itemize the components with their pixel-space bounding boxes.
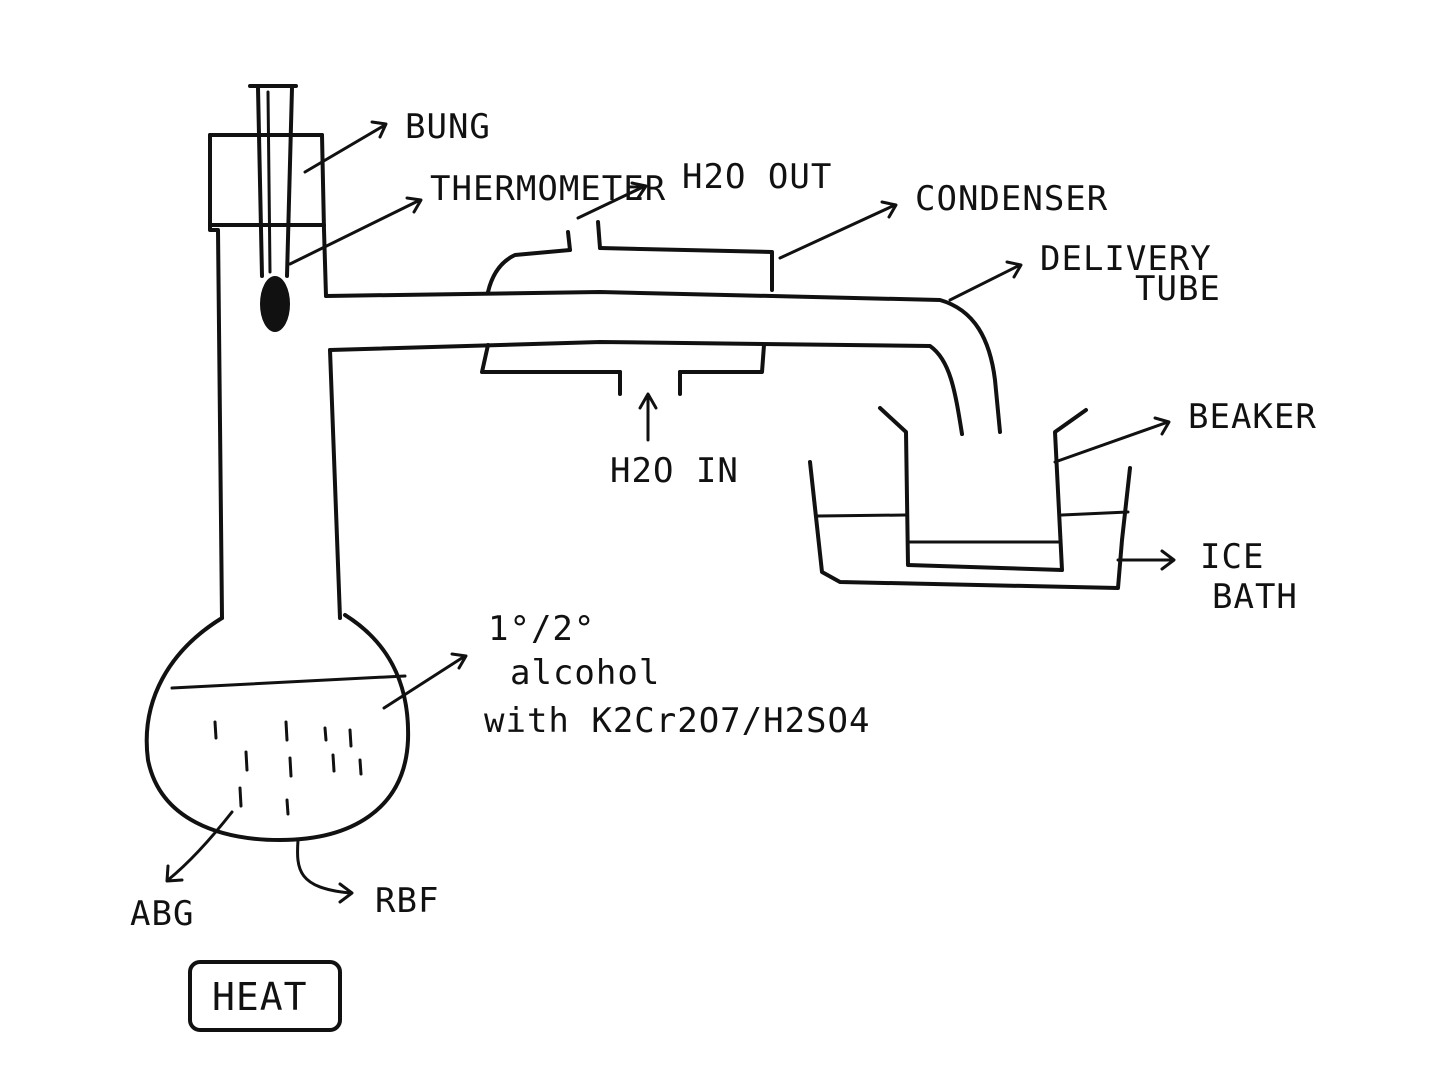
thermometer-stem bbox=[248, 84, 298, 278]
label-delivery-tube-line1: DELIVERY bbox=[1040, 239, 1212, 279]
label-rbf: RBF bbox=[375, 881, 439, 921]
label-bung: BUNG bbox=[405, 107, 491, 147]
flask-liquid-level bbox=[170, 674, 407, 690]
flask-neck-right-lower bbox=[328, 348, 342, 620]
label-water-out: H2O OUT bbox=[682, 157, 832, 197]
ice-bath bbox=[808, 460, 1132, 590]
label-thermometer: THERMOMETER bbox=[430, 169, 666, 209]
water-inlet-nozzle bbox=[618, 370, 682, 396]
water-outlet-nozzle bbox=[566, 220, 602, 252]
round-bottom-flask bbox=[144, 613, 411, 842]
label-condenser: CONDENSER bbox=[915, 179, 1108, 219]
label-alcohol-line2: alcohol bbox=[510, 653, 660, 693]
label-heat: HEAT bbox=[212, 975, 308, 1019]
thermometer-bulb bbox=[260, 276, 290, 332]
delivery-tube-bottom bbox=[328, 340, 964, 436]
label-ice-bath-line1: ICE bbox=[1200, 537, 1264, 577]
ice-bath-water-level bbox=[816, 510, 1130, 518]
flask-neck-left bbox=[208, 133, 224, 620]
thermometer-inner bbox=[266, 90, 272, 274]
label-abg: ABG bbox=[130, 894, 194, 934]
beaker bbox=[878, 406, 1088, 572]
bung bbox=[208, 133, 326, 227]
label-beaker: BEAKER bbox=[1188, 397, 1317, 437]
flask-neck-right bbox=[320, 133, 328, 298]
heat-box bbox=[188, 960, 342, 1032]
leader-arrows bbox=[165, 120, 1176, 904]
label-ice-bath-line2: BATH bbox=[1212, 577, 1298, 617]
condenser-jacket-top bbox=[486, 246, 774, 294]
label-alcohol-line1: 1°/2° bbox=[488, 609, 595, 649]
anti-bumping-granules bbox=[213, 720, 363, 816]
label-delivery-tube-line2: TUBE bbox=[1135, 269, 1221, 309]
condenser-jacket-bottom bbox=[480, 343, 766, 374]
label-alcohol-line3: with K2Cr2O7/H2SO4 bbox=[484, 701, 870, 741]
label-water-in: H2O IN bbox=[610, 451, 739, 491]
delivery-tube-top bbox=[324, 290, 1002, 434]
